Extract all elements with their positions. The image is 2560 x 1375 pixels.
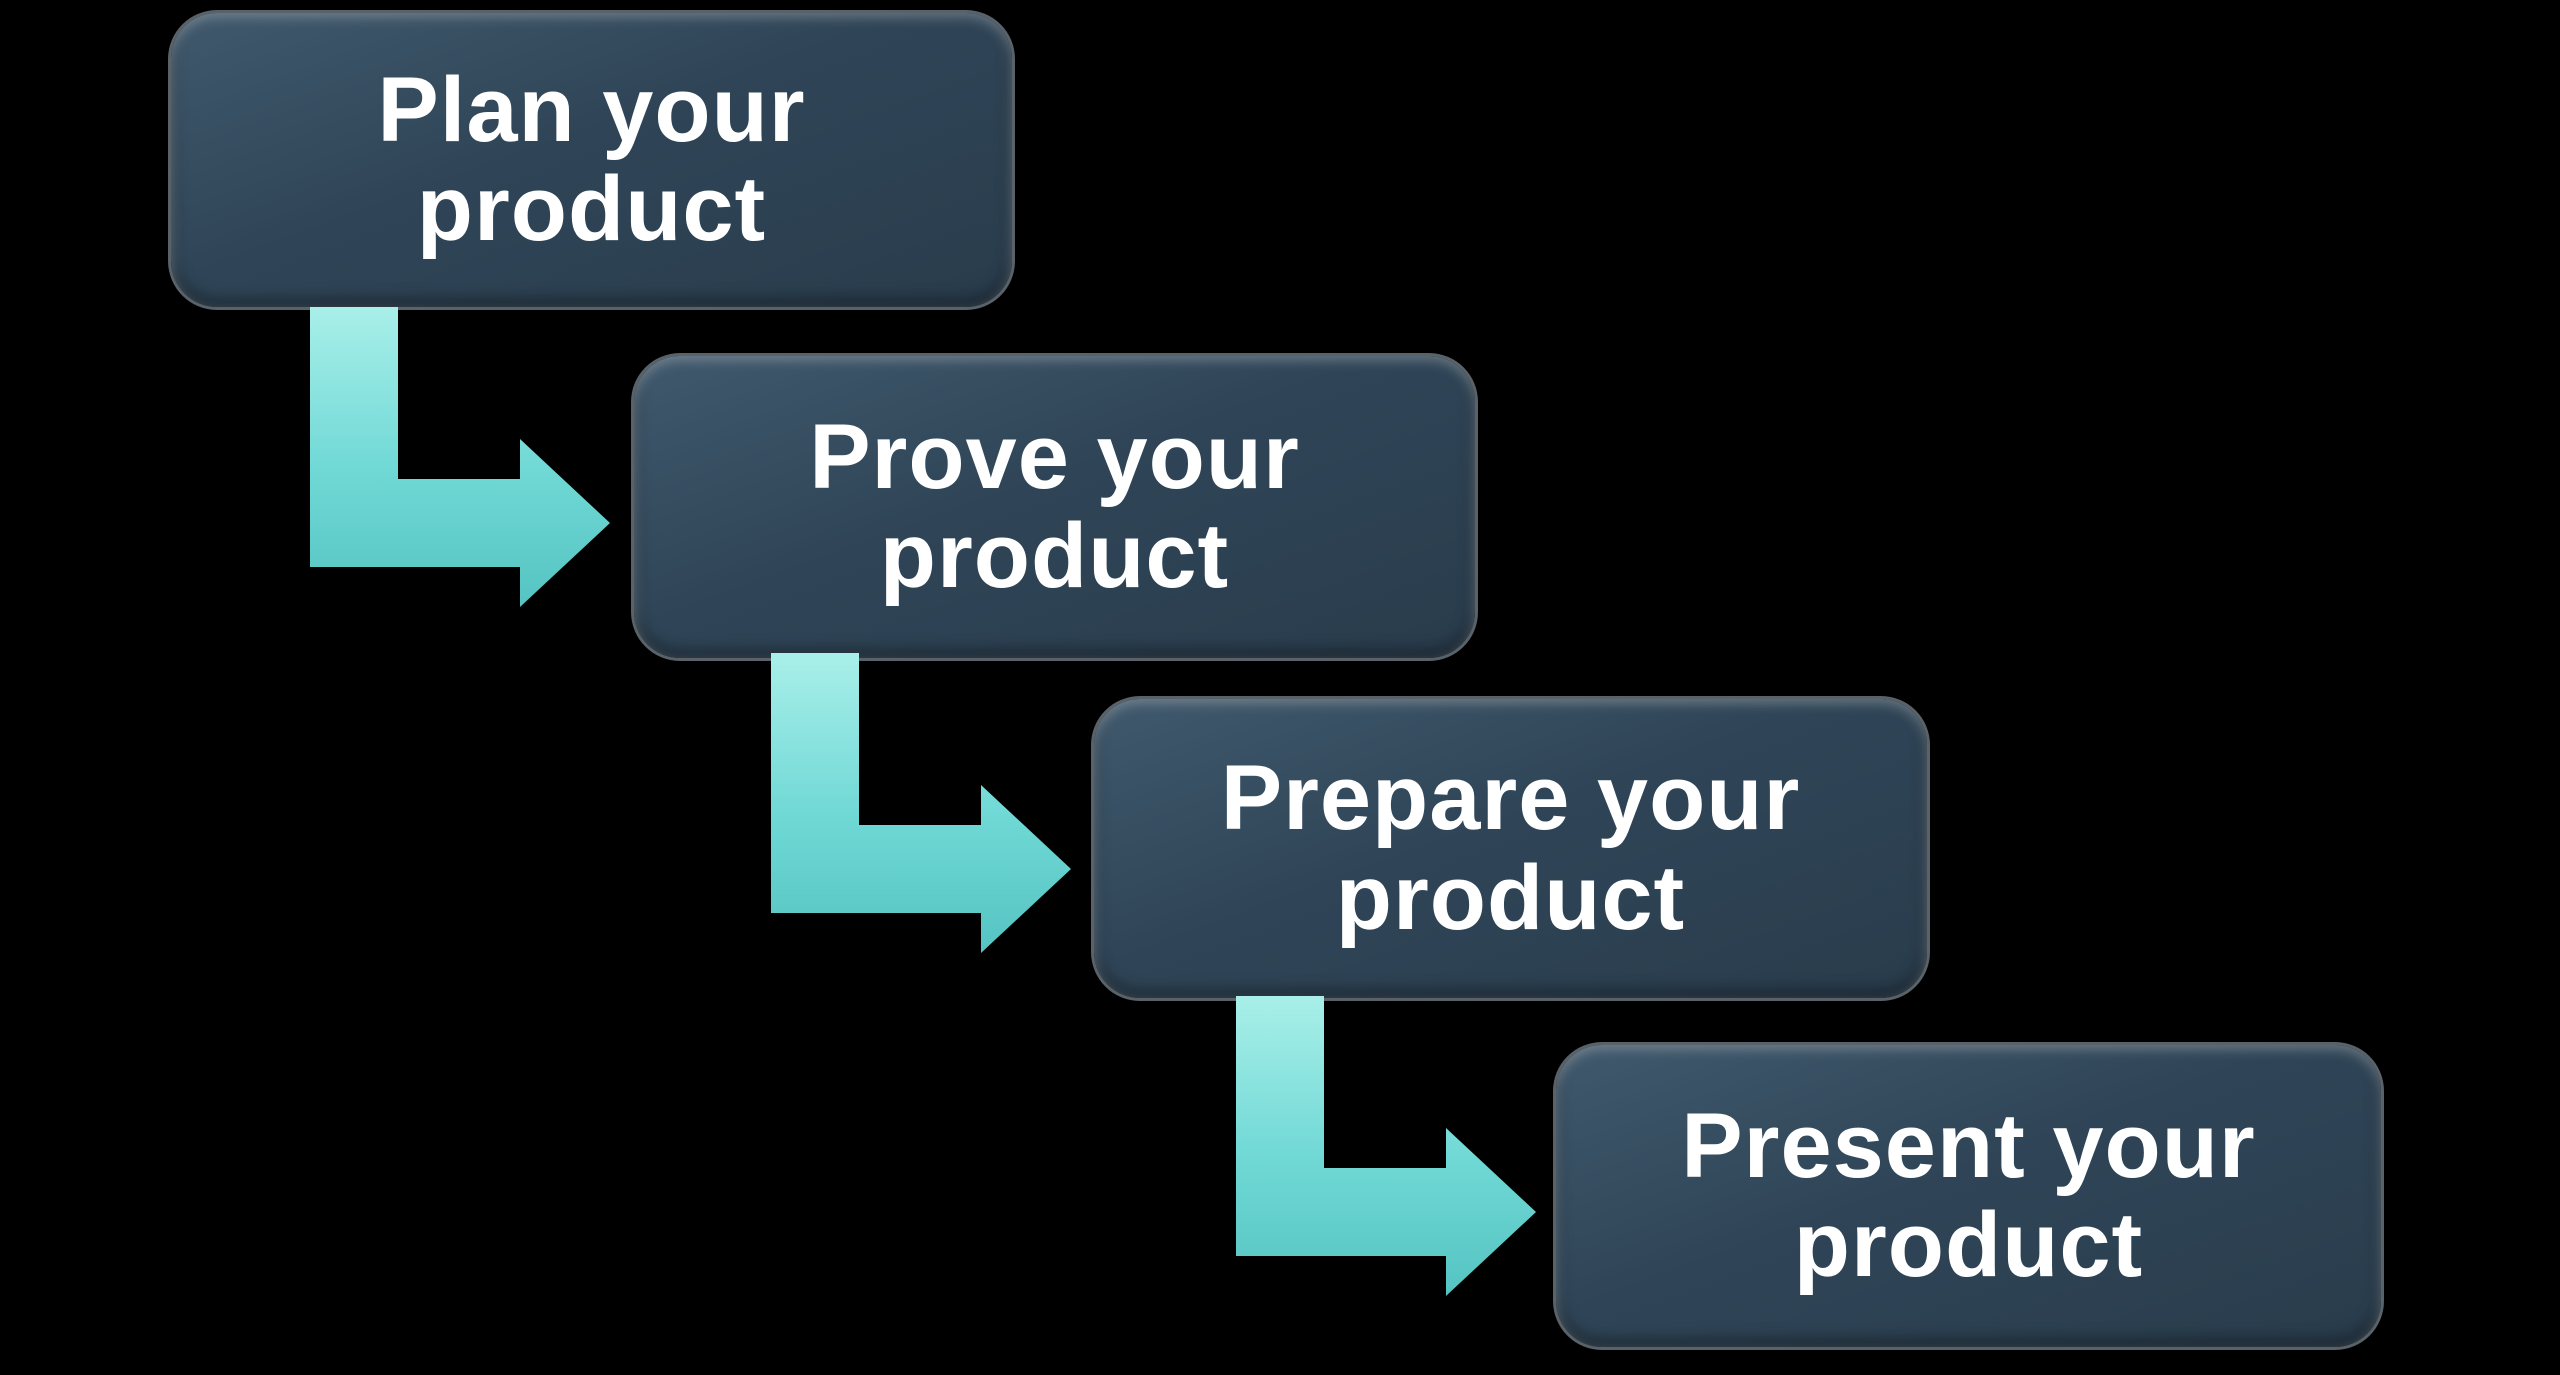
step-box-prove: Prove your product: [634, 356, 1475, 658]
elbow-arrow-prove-to-prepare: [771, 653, 1071, 953]
step-box-present: Present your product: [1556, 1045, 2381, 1347]
step-label-line: product: [1335, 846, 1686, 949]
step-box-plan: Plan your product: [171, 13, 1012, 307]
step-box-prepare: Prepare your product: [1094, 699, 1927, 998]
step-label-line: product: [1793, 1194, 2144, 1296]
step-label-line: Prove your: [809, 405, 1300, 508]
step-label-line: Present your: [1681, 1094, 2256, 1197]
elbow-arrow-plan-to-prove: [310, 307, 610, 607]
step-label-line: product: [879, 505, 1230, 607]
elbow-arrow-prepare-to-present: [1236, 996, 1536, 1296]
step-label-line: Plan your: [377, 58, 806, 161]
step-label-line: Prepare your: [1220, 747, 1801, 850]
step-label-line: product: [416, 158, 767, 260]
